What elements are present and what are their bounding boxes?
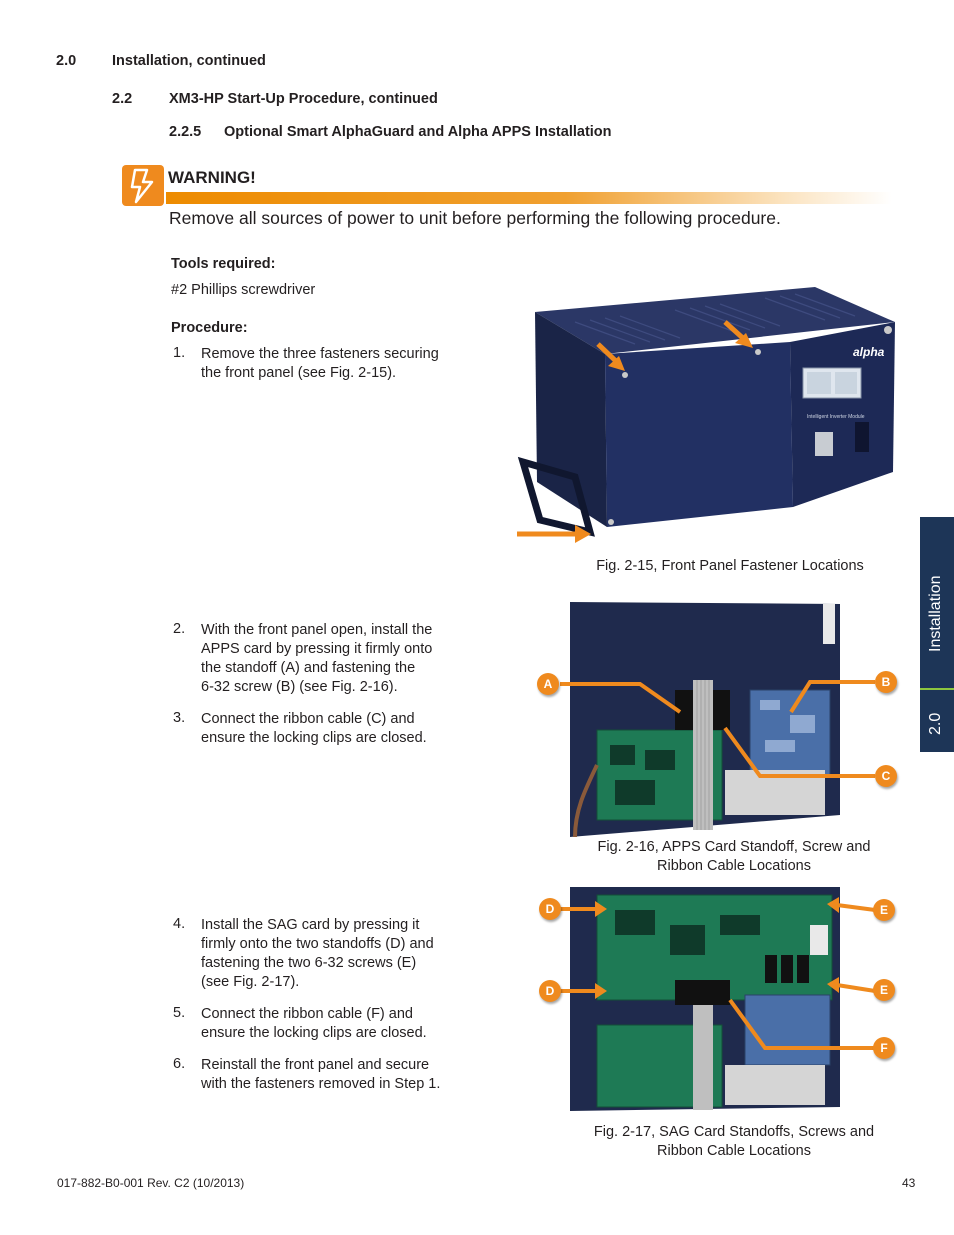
warning-text: Remove all sources of power to unit befo… (169, 208, 781, 228)
callout-label: C (875, 765, 897, 787)
figure-2-15-caption: Fig. 2-15, Front Panel Fastener Location… (596, 558, 864, 574)
side-tab-divider (920, 688, 954, 690)
side-tab-title: Installation (927, 575, 944, 653)
procedure-heading: Procedure: (171, 320, 248, 336)
tools-heading: Tools required: (171, 256, 276, 272)
page-number: 43 (902, 1176, 916, 1190)
side-tab-number: 2.0 (927, 712, 944, 735)
callout-label: E (873, 899, 895, 921)
footer-doc-id: 017-882-B0-001 Rev. C2 (10/2013) (57, 1176, 245, 1190)
section-title: Installation, continued (112, 53, 266, 69)
step-number: 5. (173, 1005, 186, 1021)
subsection-number: 2.2 (112, 91, 133, 107)
callout-label: A (537, 673, 559, 695)
figure-2-17-caption: Fig. 2-17, SAG Card Standoffs, Screws an… (593, 1124, 875, 1159)
subsubsection-title: Optional Smart AlphaGuard and Alpha APPS… (224, 124, 612, 140)
warning-lightning-icon (122, 165, 164, 206)
warning-bar (166, 192, 892, 204)
subsection-title: XM3-HP Start-Up Procedure, continued (169, 91, 438, 107)
warning-title: WARNING! (168, 168, 256, 187)
section-side-tab (920, 517, 954, 752)
figure-2-15-image: alpha Intelligent Inverter Module (515, 282, 900, 552)
callout-label: E (873, 979, 895, 1001)
step-number: 4. (173, 916, 186, 932)
section-number: 2.0 (56, 53, 77, 69)
step-number: 2. (173, 621, 186, 637)
figure-2-16-caption: Fig. 2-16, APPS Card Standoff, Screw and… (597, 839, 871, 874)
callout-label: D (539, 898, 561, 920)
figure-2-17-image: D E D E F (535, 885, 905, 1115)
subsubsection-number: 2.2.5 (169, 124, 202, 140)
callout-label: B (875, 671, 897, 693)
callout-label: F (873, 1037, 895, 1059)
module-label: Intelligent Inverter Module (807, 414, 865, 420)
step-number: 6. (173, 1056, 186, 1072)
tools-item: #2 Phillips screwdriver (171, 282, 316, 298)
step-number: 1. (173, 345, 186, 361)
callout-label: D (539, 980, 561, 1002)
brand-logo: alpha (853, 345, 885, 359)
figure-2-16-image: A B C (535, 600, 905, 837)
step-number: 3. (173, 710, 186, 726)
